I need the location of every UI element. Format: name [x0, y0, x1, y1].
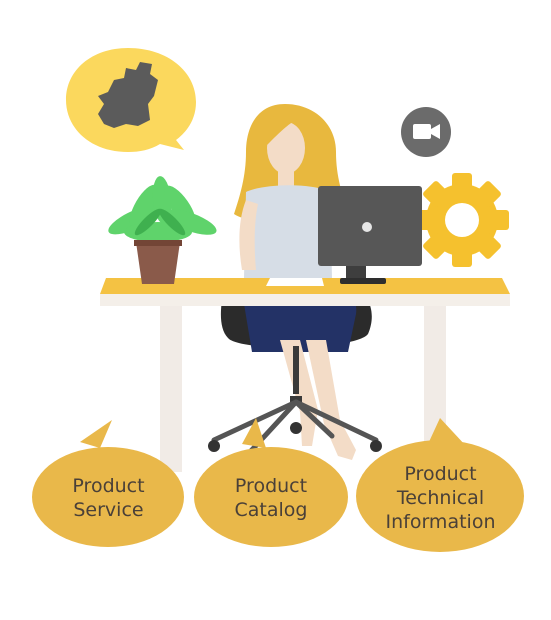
- office-chair-base: [208, 346, 382, 464]
- product-technical-information-label: Product Technical Information: [385, 463, 496, 533]
- video-camera-icon: [401, 107, 451, 157]
- product-service-label: Product Service: [72, 475, 145, 521]
- map-region-icon: [98, 62, 158, 128]
- bubble-product-service: [32, 420, 184, 547]
- potted-plant: [108, 176, 217, 284]
- gear-icon: [415, 173, 509, 267]
- bubble-product-technical-information: [356, 418, 524, 552]
- monitor-icon: [318, 186, 422, 284]
- paper-sheet: [266, 278, 324, 286]
- desk: [100, 278, 510, 472]
- product-catalog-label: Product Catalog: [234, 475, 308, 521]
- map-bubble: [66, 48, 196, 152]
- bubble-product-catalog: [194, 418, 348, 547]
